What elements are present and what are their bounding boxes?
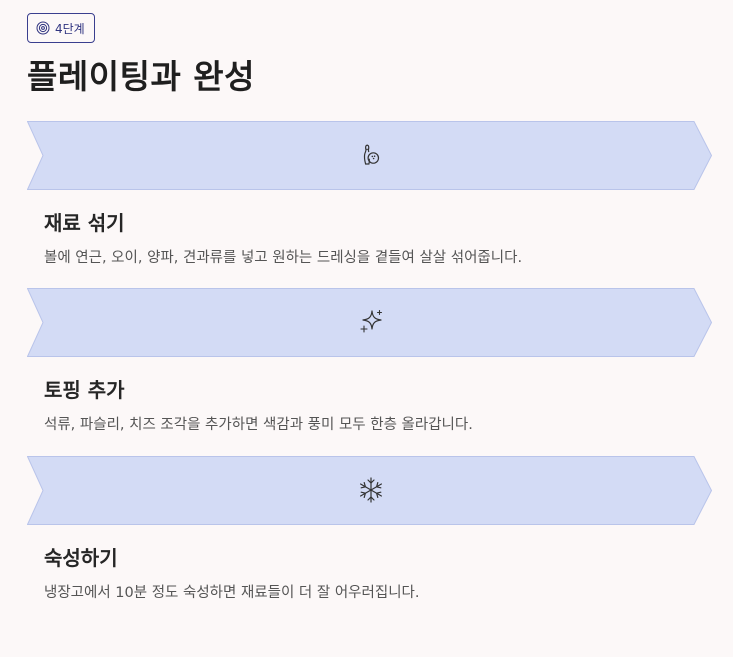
page-title: 플레이팅과 완성 bbox=[27, 57, 256, 96]
step-description: 냉장고에서 10분 정도 숙성하면 재료들이 더 잘 어우러집니다. bbox=[44, 585, 420, 601]
step-badge: 4단계 bbox=[27, 13, 95, 43]
step-title: 재료 섞기 bbox=[44, 211, 125, 235]
snowflake-icon bbox=[359, 477, 382, 503]
step-title: 숙성하기 bbox=[44, 546, 118, 570]
sparkle-icon bbox=[360, 309, 383, 333]
step-badge-label: 4단계 bbox=[55, 21, 85, 36]
step-chevron bbox=[27, 456, 712, 525]
step-chevron bbox=[27, 288, 712, 357]
bowling-icon bbox=[363, 144, 380, 165]
target-icon bbox=[36, 21, 50, 35]
step-title: 토핑 추가 bbox=[44, 378, 125, 402]
step-description: 볼에 연근, 오이, 양파, 견과류를 넣고 원하는 드레싱을 곁들여 살살 섞… bbox=[44, 250, 523, 266]
step-chevron bbox=[27, 121, 712, 190]
step-description: 석류, 파슬리, 치즈 조각을 추가하면 색감과 풍미 모두 한층 올라갑니다. bbox=[44, 417, 473, 433]
